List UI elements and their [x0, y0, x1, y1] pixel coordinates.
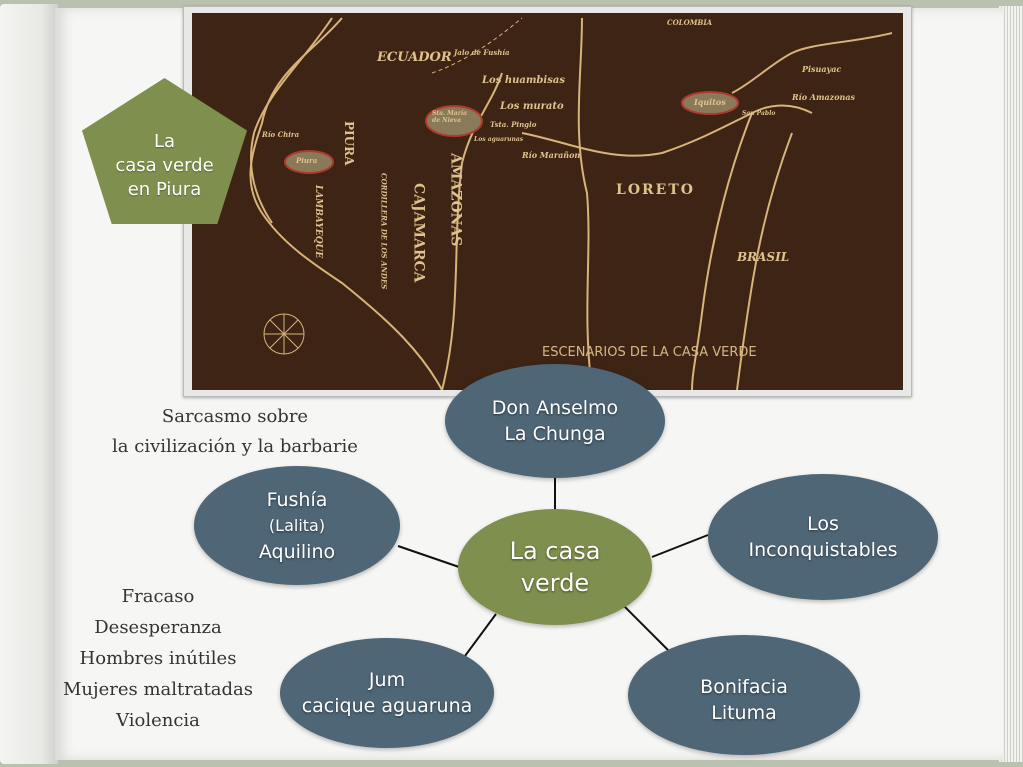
- node-line: cacique aguaruna: [301, 695, 473, 717]
- node-line: verde: [520, 569, 590, 597]
- themes-list: Fracaso Desesperanza Hombres inútiles Mu…: [45, 581, 271, 736]
- node-don-anselmo: Don Anselmo La Chunga: [445, 364, 665, 478]
- node-line: Lituma: [711, 702, 777, 724]
- node-line: La casa: [509, 537, 601, 565]
- node-fushia: Fushía (Lalita) Aquilino: [194, 466, 400, 585]
- node-line: Inconquistables: [748, 539, 898, 561]
- map-label: Pisuayac: [802, 64, 842, 74]
- map-label: Iquitos: [694, 97, 726, 107]
- map-lines: [249, 17, 893, 390]
- map-label: LAMBAYEQUE: [312, 185, 323, 259]
- node-line: Aquilino: [258, 540, 336, 563]
- theme-item: Fracaso: [121, 586, 195, 607]
- map-label: Río Amazonas: [792, 92, 856, 102]
- map-label: CAJAMARCA: [410, 183, 427, 283]
- right-page-stack: [999, 6, 1023, 762]
- map-label: PIURA: [342, 121, 357, 166]
- map-label: Jalo de Fushía: [454, 48, 510, 57]
- note-line: Sarcasmo sobre: [161, 406, 309, 427]
- node-line: La Chunga: [504, 423, 606, 445]
- theme-item: Hombres inútiles: [79, 648, 237, 669]
- sarcasm-note: Sarcasmo sobre la civilización y la barb…: [80, 402, 390, 462]
- map-caption: ESCENARIOS DE LA CASA VERDE: [542, 345, 757, 360]
- callout-line: La: [153, 131, 176, 152]
- map-label: Piura: [296, 156, 318, 165]
- map-label: BRASIL: [737, 250, 790, 264]
- map-label: Los huambisas: [482, 75, 565, 86]
- map-label: ECUADOR: [377, 50, 452, 65]
- node-la-casa-verde: La casa verde: [458, 509, 652, 625]
- connector-fushia: [397, 545, 463, 569]
- connector-bonifacia: [621, 603, 669, 651]
- map-label: Río Chira: [262, 130, 300, 139]
- node-line: (Lalita): [268, 515, 326, 535]
- connector-jum: [461, 613, 497, 661]
- map-label: Tstа. Pinglo: [490, 120, 537, 129]
- node-jum: Jum cacique aguaruna: [280, 638, 494, 748]
- map-label: COLOMBIA: [667, 18, 713, 27]
- map-label: Río Marañon: [522, 150, 581, 160]
- map-label: LORETO: [616, 182, 695, 198]
- node-line: Jum: [368, 669, 406, 691]
- node-line: Fushía: [266, 488, 328, 511]
- theme-item: Mujeres maltratadas: [62, 679, 254, 700]
- map-label: AMAZONAS: [447, 153, 464, 247]
- callout-line: casa verde: [115, 155, 214, 176]
- left-page-edge: [0, 4, 58, 764]
- node-line: Bonifacia: [700, 676, 788, 698]
- map-label: Sta. María de Nieva: [432, 110, 468, 124]
- theme-item: Desesperanza: [94, 617, 222, 638]
- map-label: CORDILLERA DE LOS ANDES: [379, 173, 389, 290]
- map-image-frame: ECUADOR COLOMBIA Jalo de Fushía Los huam…: [183, 6, 912, 397]
- callout-line: en Piura: [127, 179, 202, 200]
- map-label: Los murato: [500, 101, 564, 112]
- node-line: Los: [807, 513, 839, 535]
- theme-item: Violencia: [116, 710, 200, 731]
- connector-inconquistables: [651, 534, 709, 558]
- map-image: ECUADOR COLOMBIA Jalo de Fushía Los huam…: [192, 13, 903, 390]
- node-line: Don Anselmo: [491, 397, 619, 419]
- map-label: Los aguarunas: [474, 136, 524, 143]
- map-label: San Pablo: [742, 110, 776, 117]
- note-line: la civilización y la barbarie: [112, 436, 358, 457]
